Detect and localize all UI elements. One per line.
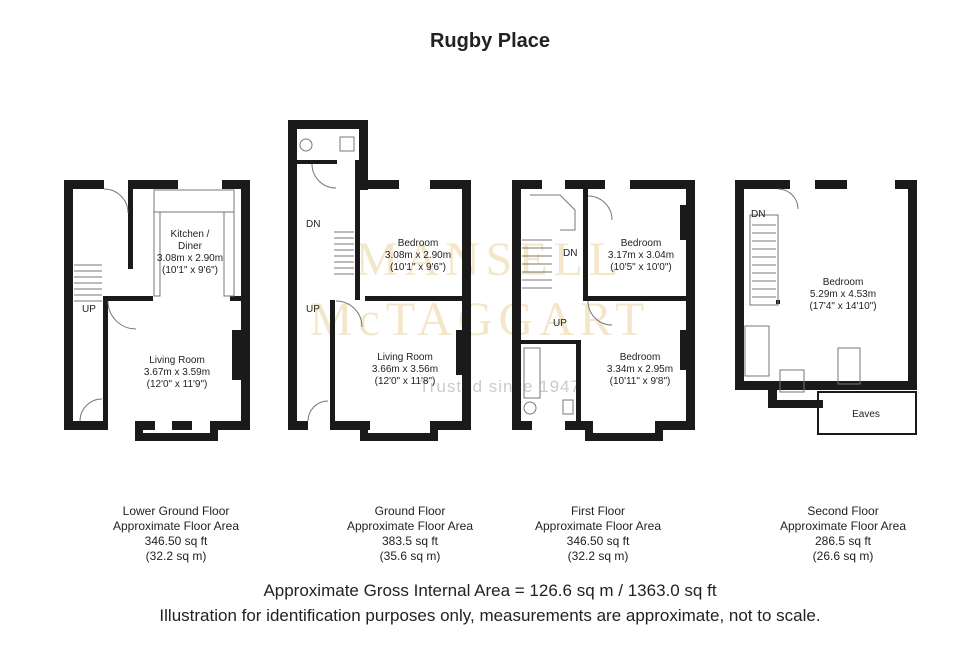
room-name-line2: Diner bbox=[178, 241, 203, 252]
caption-second: Second Floor Approximate Floor Area 286.… bbox=[743, 504, 943, 564]
room-metric: 3.08m x 2.90m bbox=[157, 253, 223, 264]
room-name: Kitchen / bbox=[171, 229, 210, 240]
floor-area-sqft: 286.5 sq ft bbox=[814, 534, 872, 548]
caption-ground: Ground Floor Approximate Floor Area 383.… bbox=[310, 504, 510, 564]
floor-area-sqm: (35.6 sq m) bbox=[379, 549, 441, 563]
watermark-line1: MANSELL bbox=[356, 233, 625, 286]
floor-area-sqft: 346.50 sq ft bbox=[144, 534, 208, 548]
floor-area-label: Approximate Floor Area bbox=[779, 519, 907, 533]
watermark: MANSELL McTAGGART Trusted since 1947 bbox=[310, 233, 651, 396]
floor-name: Lower Ground Floor bbox=[122, 504, 230, 518]
room-metric: 3.66m x 3.56m bbox=[372, 364, 438, 375]
label-dn: DN bbox=[751, 209, 765, 220]
label-up: UP bbox=[82, 304, 96, 315]
watermark-line3: Trusted since 1947 bbox=[419, 377, 581, 396]
room-metric: 3.67m x 3.59m bbox=[144, 367, 210, 378]
room-name: Living Room bbox=[149, 355, 205, 366]
floor-area-sqm: (32.2 sq m) bbox=[567, 549, 629, 563]
room-imperial: (12'0" x 11'8") bbox=[375, 376, 436, 387]
room-name-eaves: Eaves bbox=[852, 409, 880, 420]
plan-ground: DN UP Bedroom 3.08m x 2.90m (10'1" x 9'6… bbox=[288, 120, 471, 441]
disclaimer: Illustration for identification purposes… bbox=[159, 606, 821, 625]
floor-area-label: Approximate Floor Area bbox=[534, 519, 662, 533]
label-up: UP bbox=[553, 318, 567, 329]
floor-name: First Floor bbox=[571, 504, 625, 518]
label-dn: DN bbox=[563, 248, 577, 259]
room-metric: 3.34m x 2.95m bbox=[607, 364, 673, 375]
floor-area-sqm: (26.6 sq m) bbox=[812, 549, 874, 563]
room-imperial: (12'0" x 11'9") bbox=[147, 379, 208, 390]
plan-first: DN UP Bedroom 3.17m x 3.04m (10'5" x 10'… bbox=[512, 180, 695, 441]
room-imperial: (17'4" x 14'10") bbox=[809, 301, 876, 312]
plan-second: DN Bedroom 5.29m x 4.53m (17'4" x 14'10"… bbox=[735, 180, 917, 435]
floor-area-sqm: (32.2 sq m) bbox=[145, 549, 207, 563]
room-metric: 3.17m x 3.04m bbox=[608, 250, 674, 261]
room-imperial: (10'11" x 9'8") bbox=[610, 376, 671, 387]
floor-plans: MANSELL McTAGGART Trusted since 1947 bbox=[64, 120, 917, 441]
watermark-line2: McTAGGART bbox=[310, 293, 651, 346]
plan-lower-ground: UP Kitchen / Diner 3.08m x 2.90m (10'1" … bbox=[64, 180, 250, 441]
gross-internal-area: Approximate Gross Internal Area = 126.6 … bbox=[263, 581, 717, 600]
room-name: Bedroom bbox=[823, 277, 864, 288]
floor-name: Ground Floor bbox=[374, 504, 446, 518]
label-dn: DN bbox=[306, 219, 320, 230]
floor-area-sqft: 383.5 sq ft bbox=[381, 534, 439, 548]
caption-lower-ground: Lower Ground Floor Approximate Floor Are… bbox=[76, 504, 276, 564]
room-name: Living Room bbox=[377, 352, 433, 363]
room-metric: 3.08m x 2.90m bbox=[385, 250, 451, 261]
room-name: Bedroom bbox=[398, 238, 439, 249]
room-metric: 5.29m x 4.53m bbox=[810, 289, 876, 300]
plan-title: Rugby Place bbox=[429, 30, 551, 52]
floor-area-label: Approximate Floor Area bbox=[112, 519, 240, 533]
floor-area-label: Approximate Floor Area bbox=[346, 519, 474, 533]
label-up: UP bbox=[306, 304, 320, 315]
room-imperial: (10'1" x 9'6") bbox=[162, 265, 218, 276]
caption-first: First Floor Approximate Floor Area 346.5… bbox=[498, 504, 698, 564]
room-name: Bedroom bbox=[621, 238, 662, 249]
floor-name: Second Floor bbox=[807, 504, 879, 518]
room-imperial: (10'1" x 9'6") bbox=[390, 262, 446, 273]
room-name: Bedroom bbox=[620, 352, 661, 363]
floor-area-sqft: 346.50 sq ft bbox=[566, 534, 630, 548]
room-imperial: (10'5" x 10'0") bbox=[610, 262, 672, 273]
